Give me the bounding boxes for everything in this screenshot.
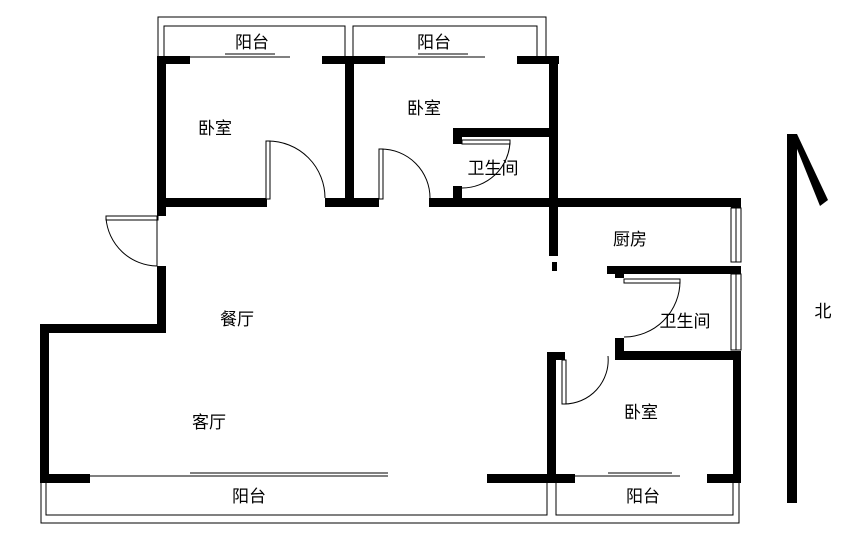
east-windows [730,207,742,351]
label-balcony-top-left: 阳台 [235,33,269,53]
room-labels: 阳台 阳台 卧室 卧室 卫生间 厨房 卫生间 餐厅 客厅 卧室 阳台 阳台 [192,33,711,507]
bathroom-e-door-leaf [623,278,681,284]
walls [40,56,741,483]
bedroom-se-door-swing [563,355,609,405]
balcony-top-outer [157,16,547,58]
label-living: 客厅 [192,413,226,433]
bathroom-n-door-leaf [461,139,511,145]
label-bedroom-nw: 卧室 [198,119,232,139]
bedroom-n-door-leaf [378,148,384,200]
bedroom-n-door-swing [380,148,431,199]
balcony-bottom-outer [40,478,740,524]
entry-door-leaf [105,215,159,221]
label-balcony-bottom-left: 阳台 [232,487,266,507]
compass-label: 北 [815,302,832,322]
label-bathroom-n: 卫生间 [468,159,519,179]
bathroom-e-door-swing [623,280,681,338]
doors [105,139,681,405]
label-dining: 餐厅 [220,310,254,330]
balcony-bottom-left-inner [45,478,548,516]
sliding-doors [90,53,680,477]
bedroom-nw-door-swing [267,140,326,199]
label-bathroom-e: 卫生间 [660,312,711,332]
balcony-top-right-inner [352,25,538,58]
balcony-top-left-inner [163,25,346,58]
bedroom-se-door-leaf [561,359,567,405]
label-kitchen: 厨房 [613,230,647,250]
entry-door-swing [105,217,158,267]
balcony-bottom-right-inner [555,478,734,516]
balcony-outlines [40,16,740,524]
bedroom-nw-door-leaf [265,140,271,200]
bathroom-n-door-swing [461,141,511,189]
label-balcony-top-right: 阳台 [417,33,451,53]
north-arrow-icon: 北 [787,134,832,503]
label-bedroom-se: 卧室 [624,403,658,423]
label-balcony-bottom-right: 阳台 [626,487,660,507]
label-bedroom-n: 卧室 [407,99,441,119]
